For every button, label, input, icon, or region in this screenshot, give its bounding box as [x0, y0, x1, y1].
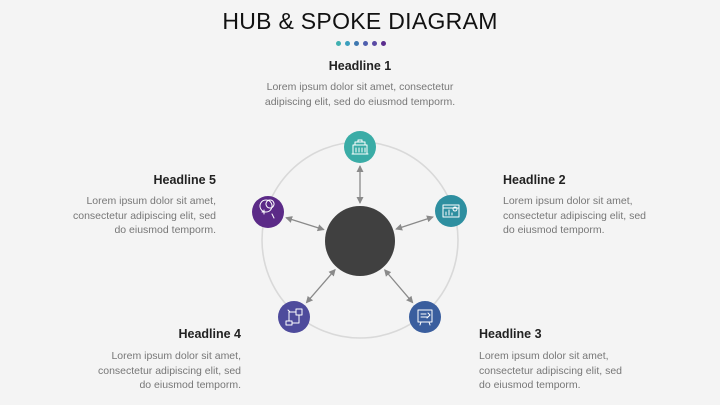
workflow-icon	[285, 308, 303, 326]
spoke-node-circle	[278, 301, 310, 333]
spoke-node-4	[278, 301, 310, 333]
spoke-node-1	[344, 131, 376, 163]
spoke-node-3	[409, 301, 441, 333]
node-3-body: Lorem ipsum dolor sit amet, consectetur …	[479, 350, 622, 391]
spoke-arrow-3	[384, 269, 414, 304]
spoke-arrow-2	[395, 215, 434, 231]
node-2-body: Lorem ipsum dolor sit amet, consectetur …	[503, 195, 646, 236]
spoke-node-2	[435, 195, 467, 227]
decorative-dot	[345, 41, 350, 46]
node-5-body: Lorem ipsum dolor sit amet, consectetur …	[73, 195, 216, 236]
node-3-headline: Headline 3	[479, 327, 542, 341]
spoke-node-circle	[344, 131, 376, 163]
node-1-body: Lorem ipsum dolor sit amet, consectetur …	[264, 81, 456, 108]
node-1-headline: Headline 1	[328, 59, 392, 73]
hub-circle	[325, 206, 395, 276]
node-4-body: Lorem ipsum dolor sit amet, consectetur …	[98, 350, 241, 391]
money-gear-icon	[259, 199, 275, 219]
spokes	[285, 165, 434, 304]
spoke-arrow-5	[285, 216, 325, 232]
dashboard-icon	[442, 204, 460, 218]
decorative-dot	[363, 41, 368, 46]
node-5-headline: Headline 5	[153, 173, 216, 187]
node-4-headline: Headline 4	[178, 327, 241, 341]
node-2-headline: Headline 2	[503, 173, 566, 187]
building-icon	[351, 139, 369, 155]
decorative-dot	[381, 41, 386, 46]
decorative-dots	[336, 41, 386, 47]
decorative-dot	[372, 41, 377, 46]
spoke-node-circle	[435, 195, 467, 227]
decorative-dot	[354, 41, 359, 46]
spoke-node-5	[252, 196, 284, 228]
page-title: HUB & SPOKE DIAGRAM	[222, 8, 498, 34]
decorative-dot	[336, 41, 341, 46]
presentation-icon	[417, 309, 433, 326]
spoke-arrow-4	[305, 268, 336, 304]
